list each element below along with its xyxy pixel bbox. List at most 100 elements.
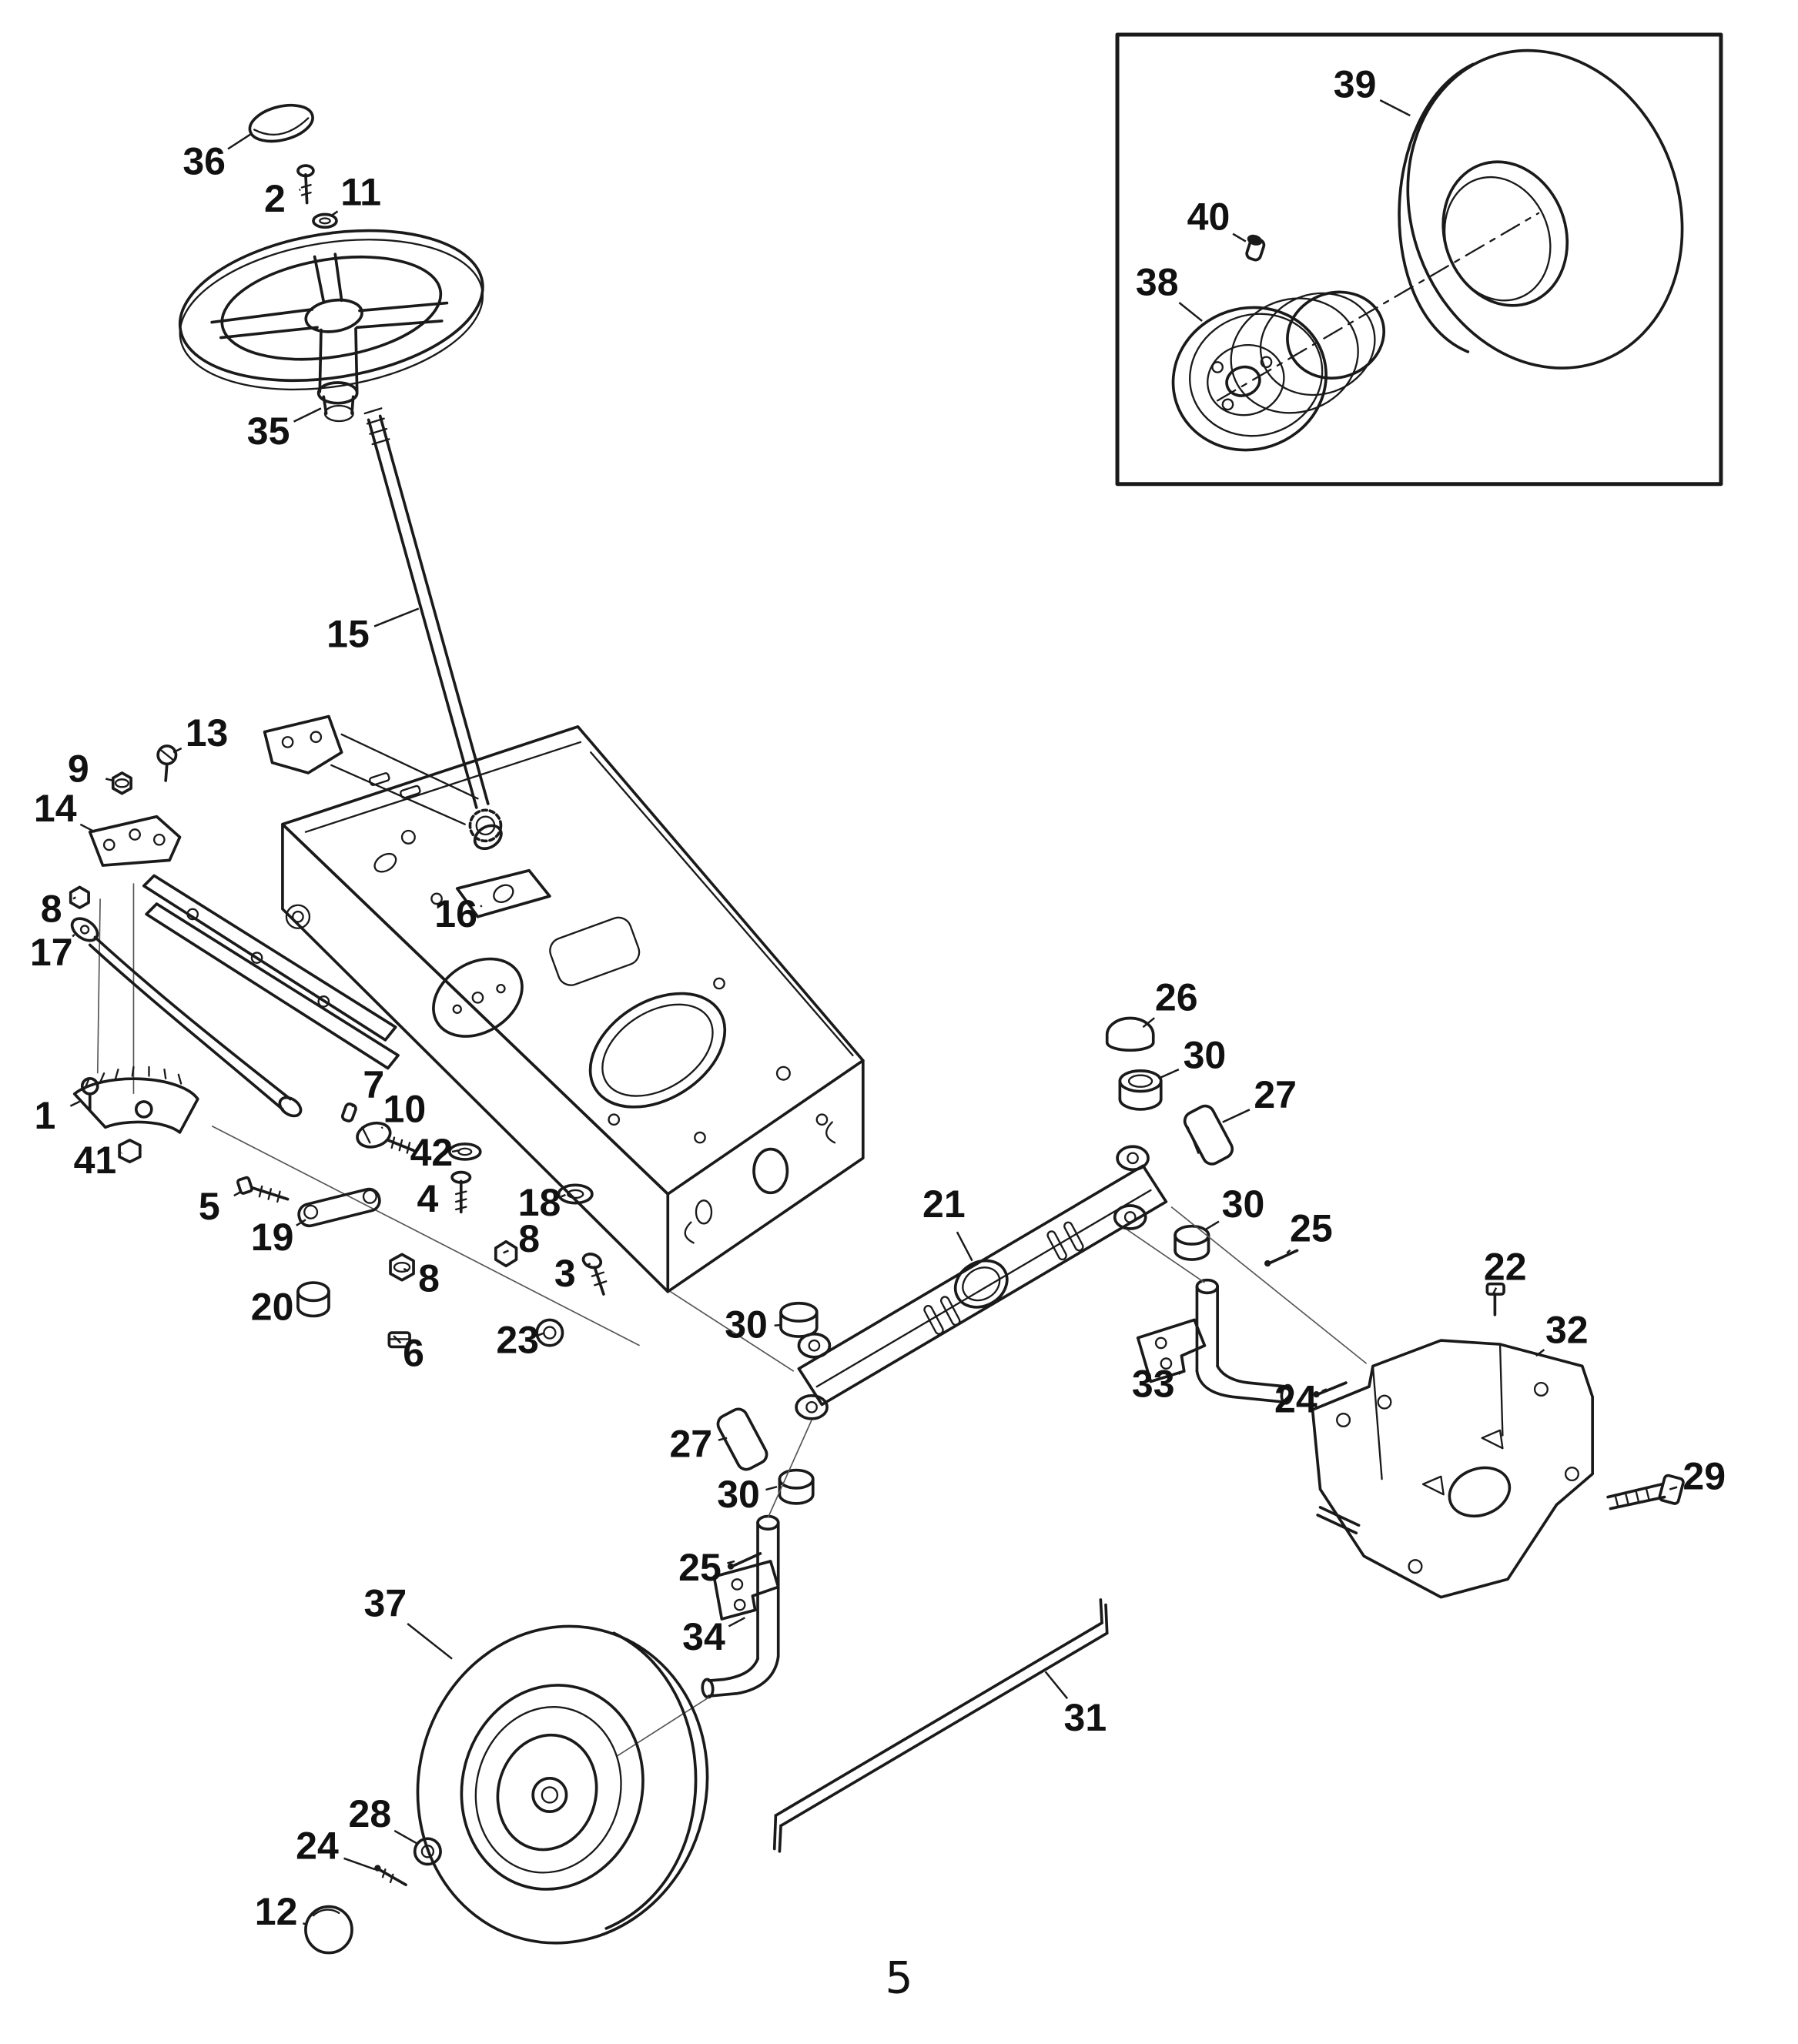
bolt-22 [1485,1282,1505,1316]
bushing-30a [1118,1069,1163,1111]
callout-leader [1379,99,1411,117]
callout-34: 34 [682,1615,725,1658]
callout-26: 26 [1155,975,1198,1019]
plate-14 [88,815,182,867]
bushing-20 [296,1281,330,1318]
washer-28 [413,1837,442,1866]
callout-leader [296,1219,306,1226]
callout-leader [765,1486,778,1491]
washer-18 [557,1183,594,1205]
callout-leader [727,1560,735,1564]
callout-leader [956,1231,973,1262]
callout-9: 9 [68,748,89,791]
bolt-5 [236,1176,290,1203]
nut-9 [111,771,132,795]
inset-valve-stem [1245,234,1266,262]
steering-column [316,327,359,423]
callout-7: 7 [363,1063,384,1106]
callout-38: 38 [1136,260,1179,303]
callout-37: 37 [364,1582,407,1625]
callout-17: 17 [30,931,73,974]
callout-12: 12 [255,1890,298,1933]
callout-leader [480,905,483,908]
sleeve-27b [716,1407,768,1471]
callout-leader [1222,1109,1251,1123]
callout-leader [172,747,182,754]
inset-tire [1398,49,1684,370]
callout-leader [393,1335,402,1344]
inset-rim [1171,290,1386,452]
callout-30: 30 [1222,1183,1265,1226]
callout-27: 27 [1254,1073,1297,1116]
callout-31: 31 [1064,1696,1107,1739]
callout-30: 30 [717,1473,760,1516]
callout-leader [1492,1287,1498,1296]
nut-8a [69,885,90,909]
callout-8: 8 [41,887,62,930]
callout-8: 8 [418,1257,440,1300]
callout-leader [1157,1068,1180,1080]
callout-30: 30 [1184,1033,1227,1076]
front-wheel-37 [416,1624,709,1945]
nut-41 [118,1139,142,1164]
callout-1: 1 [34,1094,55,1137]
callout-10: 10 [383,1087,427,1130]
callout-42: 42 [410,1131,454,1174]
callout-leader [1177,1370,1185,1375]
callout-21: 21 [922,1183,966,1226]
bracket-32 [1311,1339,1594,1599]
callout-39: 39 [1334,63,1377,106]
callout-24: 24 [296,1825,339,1868]
pin-7 [340,1102,357,1122]
callout-3: 3 [554,1252,576,1295]
callout-11: 11 [340,171,381,214]
nut-8b [389,1253,415,1282]
callout-leader [380,1126,383,1129]
callout-13: 13 [186,711,229,754]
callout-28: 28 [349,1792,392,1835]
callout-2: 2 [264,177,286,220]
callout-leader [72,896,76,900]
callout-leader [1669,1486,1678,1490]
callout-14: 14 [34,787,77,830]
callout-leader [774,1323,782,1326]
pin-25a [1264,1249,1299,1267]
callout-leader [1286,1249,1291,1254]
washer-42 [447,1142,482,1161]
sleeve-27a [1183,1104,1234,1166]
callout-leader [407,1623,453,1660]
callout-leader [330,210,339,217]
callout-29: 29 [1682,1454,1726,1497]
bolt-29 [1606,1474,1685,1510]
page-number: 5 [885,1952,912,2003]
bushing-30c [779,1301,819,1338]
callout-30: 30 [725,1303,768,1346]
frame-chassis [96,714,865,1372]
callout-leader [79,823,95,833]
pin-24b [374,1865,407,1887]
callout-leader [503,1249,509,1254]
callout-35: 35 [247,410,290,453]
front-axle-assembly [616,1016,1685,1853]
callout-leader [718,1437,728,1441]
callout-23: 23 [496,1319,539,1362]
pin-25b [727,1552,762,1570]
callout-22: 22 [1484,1246,1527,1289]
bushing-30d [778,1468,815,1505]
callout-leader [1142,1017,1155,1029]
callout-leader [303,1922,308,1926]
nut-8c [494,1239,518,1268]
bushing-30b [1174,1224,1210,1261]
callout-36: 36 [182,140,226,183]
callout-leader [728,1617,745,1628]
front-axle-21 [795,1145,1168,1420]
callout-33: 33 [1132,1362,1175,1405]
callout-leader [1044,1671,1069,1700]
callout-leader [227,132,253,150]
steering-bolt [296,164,315,205]
drag-link-17 [70,917,303,1118]
nut-6 [387,1331,411,1349]
callout-leader [105,778,114,782]
callout-leader [451,1149,460,1153]
